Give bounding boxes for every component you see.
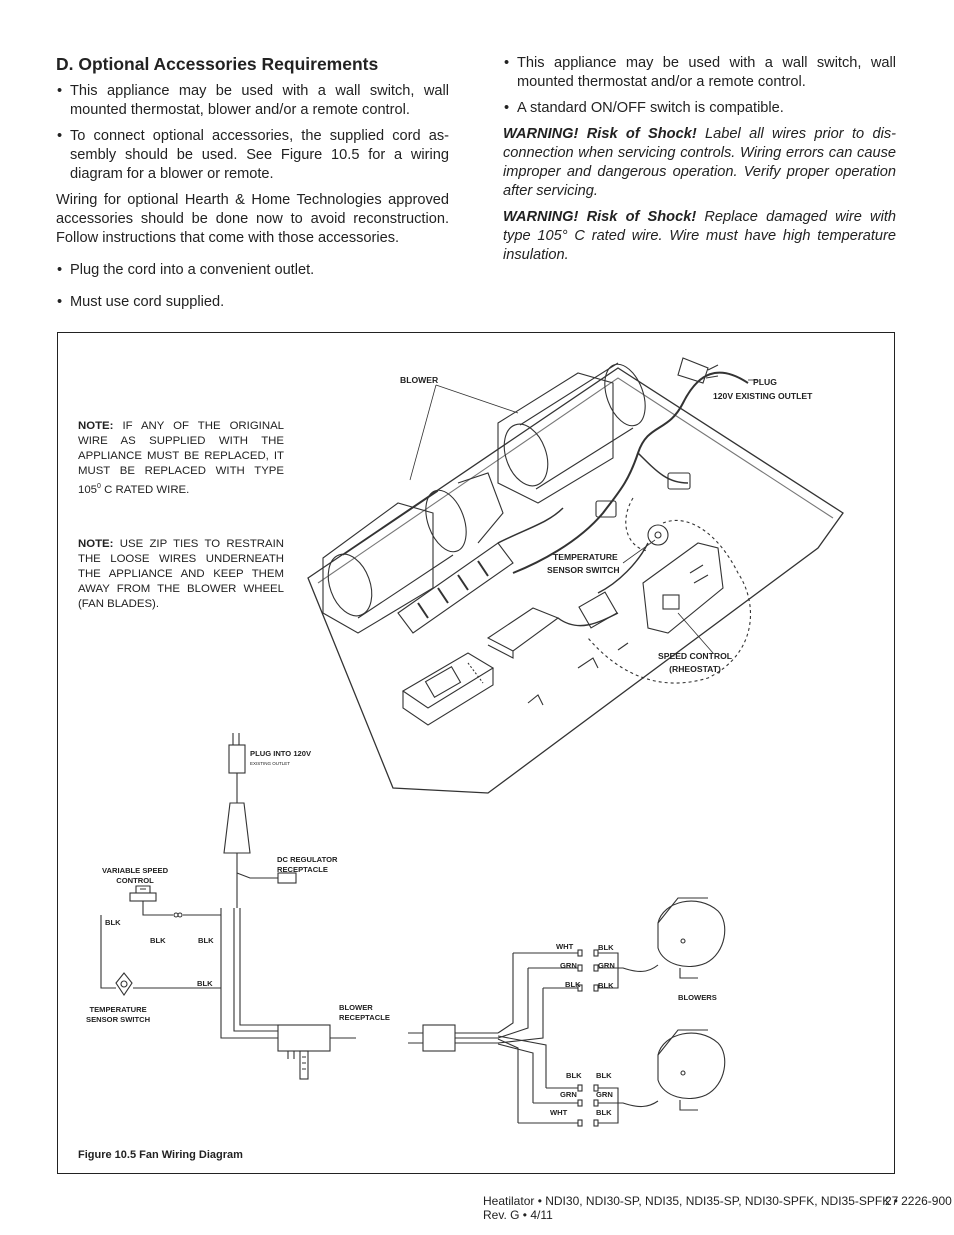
label-existing-outlet: EXISTING OUTLET xyxy=(250,761,291,766)
warning-label: WARNING! Risk of Shock! xyxy=(503,209,697,225)
blower-left-drawing xyxy=(322,472,504,634)
wire-label-blk: BLK xyxy=(596,1108,612,1117)
note-replacement-wire: NOTE: If any of the original wire as sup… xyxy=(78,419,284,498)
label-temp-sensor-switch: TEMPERATURE SENSOR SWITCH xyxy=(86,1005,150,1025)
wire-label-grn: GRN xyxy=(596,1090,613,1099)
dc-regulator-receptacle xyxy=(277,872,297,884)
label-variable-speed: VARIABLE SPEED CONTROL xyxy=(102,866,168,886)
wiring-illustration xyxy=(100,357,844,1127)
blower-top-schematic xyxy=(657,897,726,979)
label-line: DC REGULATOR xyxy=(277,855,338,864)
temp-sensor-drawing xyxy=(647,524,669,546)
note-text: Use zip ties to restrain the loose wires… xyxy=(78,538,284,610)
wire-label-grn: GRN xyxy=(560,1090,577,1099)
bullet-item: Must use cord supplied. xyxy=(56,293,449,312)
label-line: TEMPERATURE xyxy=(553,552,618,562)
bullet-item: This appliance may be used with a wall s… xyxy=(503,54,896,92)
wire-label-blk: BLK xyxy=(565,980,581,989)
blower-right-drawing xyxy=(497,362,646,504)
plug-schematic xyxy=(223,733,251,908)
label-line: CONTROL xyxy=(116,876,154,885)
left-column: D. Optional Accessories Requirements Thi… xyxy=(56,52,449,319)
label-line: BLOWER xyxy=(339,1003,373,1012)
label-line: SENSOR SWITCH xyxy=(86,1015,151,1024)
section-title: D. Optional Accessories Requirements xyxy=(56,54,379,74)
blower-bottom-schematic xyxy=(657,1029,726,1111)
right-column: This appliance may be used with a wall s… xyxy=(503,54,896,272)
wire-label-blk: BLK xyxy=(150,936,166,945)
rheostat-drawing xyxy=(642,542,724,634)
wire-label-blk: BLK xyxy=(197,979,213,988)
warning-text: Label all wires prior to dis-connection … xyxy=(503,126,896,199)
blower-receptacle xyxy=(277,1024,331,1052)
temperature-sensor-switch-schematic xyxy=(115,972,133,996)
bullet-item: To connect optional accessories, the sup… xyxy=(56,127,449,184)
wire-label-blk: BLK xyxy=(598,943,614,952)
wire-label-blk: BLK xyxy=(105,918,121,927)
label-line: RECEPTACLE xyxy=(277,865,328,874)
label-temp-sensor: TEMPERATURE SENSOR SWITCH xyxy=(547,552,620,575)
figure-caption: Figure 10.5 Fan Wiring Diagram xyxy=(78,1149,243,1161)
label-line: SENSOR SWITCH xyxy=(547,565,620,575)
wire-label-wht: WHT xyxy=(550,1108,568,1117)
wire-label-blk: BLK xyxy=(198,936,214,945)
variable-speed-control-schematic xyxy=(129,885,157,902)
wire-label-grn: GRN xyxy=(560,961,577,970)
label-line: (RHEOSTAT) xyxy=(669,664,721,674)
note-label: NOTE: xyxy=(78,538,114,550)
wire-label-blk: BLK xyxy=(598,981,614,990)
label-line: SPEED CONTROL xyxy=(658,651,733,661)
label-blowers: BLOWERS xyxy=(678,993,717,1002)
label-blower-receptacle: BLOWER RECEPTACLE xyxy=(339,1003,390,1023)
note-zip-ties: NOTE: Use zip ties to restrain the loose… xyxy=(78,537,284,612)
label-plug-into: PLUG INTO 120V xyxy=(250,749,312,758)
page-footer: Heatilator • NDI30, NDI30-SP, NDI35, NDI… xyxy=(483,1194,952,1222)
blower-harness-connector xyxy=(422,1024,456,1052)
warning-label: WARNING! Risk of Shock! xyxy=(503,126,697,142)
control-module-drawing xyxy=(486,591,619,659)
page-number: 27 xyxy=(885,1194,899,1208)
label-line: TEMPERATURE xyxy=(89,1005,147,1014)
label-dc-regulator: DC REGULATOR RECEPTACLE xyxy=(277,855,337,875)
accessories-paragraph: Wiring for optional Hearth & Home Techno… xyxy=(56,192,449,246)
bullet-item: This appliance may be used with a wall s… xyxy=(56,82,449,120)
warning-shock-1: WARNING! Risk of Shock! Label all wires … xyxy=(503,125,896,201)
wire-label-wht: WHT xyxy=(556,942,574,951)
wire-label-grn: GRN xyxy=(598,961,615,970)
bullet-item: A standard ON/OFF switch is compatible. xyxy=(503,99,896,118)
wire-label-blk: BLK xyxy=(566,1071,582,1080)
label-speed-control: SPEED CONTROL (RHEOSTAT) xyxy=(658,651,732,674)
warning-shock-2: WARNING! Risk of Shock! Replace damaged … xyxy=(503,208,896,265)
label-blower: BLOWER xyxy=(400,375,439,385)
label-plug-outlet: 120V EXISTING OUTLET xyxy=(713,391,813,401)
fan-wiring-figure: BLOWER PLUG 120V EXISTING OUTLET TEMPERA… xyxy=(57,332,895,1174)
note-tail: C rated wire. xyxy=(100,483,190,496)
ifc-board-drawing xyxy=(401,652,495,726)
note-superscript: 0 xyxy=(97,483,101,490)
appliance-base-plate xyxy=(307,367,844,794)
label-line: RECEPTACLE xyxy=(339,1013,390,1022)
wire-label-blk: BLK xyxy=(596,1071,612,1080)
bullet-item: Plug the cord into a convenient outlet. xyxy=(56,261,449,280)
label-line: VARIABLE SPEED xyxy=(102,866,169,875)
warning-text: Replace damaged wire with type 105° C ra… xyxy=(503,209,897,263)
note-label: NOTE: xyxy=(78,420,114,432)
power-cord xyxy=(512,371,749,574)
label-plug: PLUG xyxy=(753,377,777,387)
note-text: If any of the original wire as supplied … xyxy=(78,420,284,496)
